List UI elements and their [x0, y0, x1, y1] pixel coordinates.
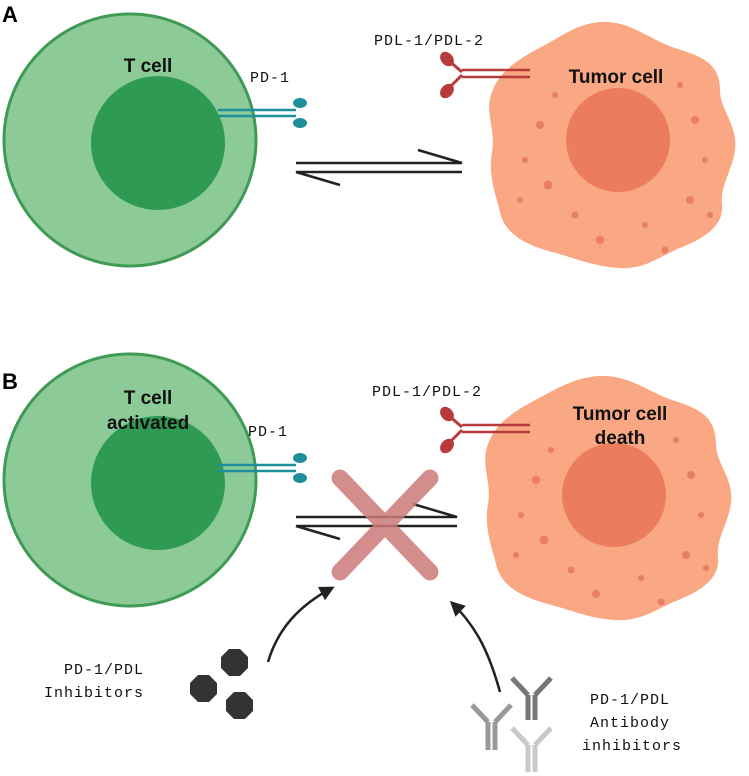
activated-t-cell-label-line1: T cell [124, 388, 173, 409]
panel-a-pd1-receptor: PD-1 [218, 70, 307, 128]
activated-t-cell-nucleus [91, 416, 225, 550]
antibody-inhibitors [470, 676, 553, 772]
antibody-icon [510, 726, 553, 772]
panel-b: B T cell activated PD-1 [2, 352, 732, 772]
dying-tumor-cell-granules [513, 437, 709, 606]
panel-a-pdl-ligand: PDL-1/PDL-2 [374, 33, 530, 99]
small-molecule-inhibitors [190, 649, 253, 719]
tumor-cell-label: Tumor cell [569, 67, 664, 88]
panel-b-t-cell: T cell activated [2, 352, 258, 608]
antibody-arrow [449, 600, 502, 693]
panel-b-tumor-cell: Tumor cell death [485, 375, 732, 621]
inhibitor-arrow [266, 586, 335, 663]
tumor-cell-nucleus [566, 88, 670, 192]
panel-b-equilibrium-arrows [295, 502, 458, 541]
antibody-label-line2: Antibody [590, 715, 670, 732]
panel-a-letter: A [2, 2, 18, 27]
panel-b-pdl-ligand-label: PDL-1/PDL-2 [372, 384, 482, 401]
panel-b-pd1-label: PD-1 [248, 424, 288, 441]
antibody-label-line1: PD-1/PDL [590, 692, 670, 709]
panel-a-t-cell: T cell [2, 12, 258, 268]
antibody-label-line3: inhibitors [582, 738, 682, 755]
tumor-cell-granules [517, 82, 713, 254]
tumor-cell-death-label-line2: death [595, 428, 646, 449]
dying-tumor-cell-nucleus [562, 443, 666, 547]
inhibitor-molecule [221, 649, 248, 676]
panel-a: A T cell PD-1 [2, 2, 736, 269]
pdl-ligand-label: PDL-1/PDL-2 [374, 33, 484, 50]
panel-a-tumor-cell: Tumor cell [489, 21, 736, 269]
pd1-label: PD-1 [250, 70, 290, 87]
tumor-cell-death-label-line1: Tumor cell [573, 404, 668, 425]
activated-t-cell-label-line2: activated [107, 413, 189, 434]
panel-b-letter: B [2, 369, 18, 394]
panel-b-pd1-receptor: PD-1 [218, 424, 307, 483]
t-cell-nucleus [91, 76, 225, 210]
panel-b-pdl-ligand: PDL-1/PDL-2 [372, 384, 530, 454]
panel-a-equilibrium-arrows [295, 148, 463, 187]
inhibitors-label-line1: PD-1/PDL [64, 662, 144, 679]
antibody-icon [510, 676, 553, 720]
t-cell-label: T cell [124, 56, 173, 77]
antibody-icon [470, 703, 513, 750]
inhibitor-molecule [190, 675, 217, 702]
inhibitor-molecule [226, 692, 253, 719]
block-cross [331, 469, 439, 581]
inhibitors-label-line2: Inhibitors [44, 685, 144, 702]
